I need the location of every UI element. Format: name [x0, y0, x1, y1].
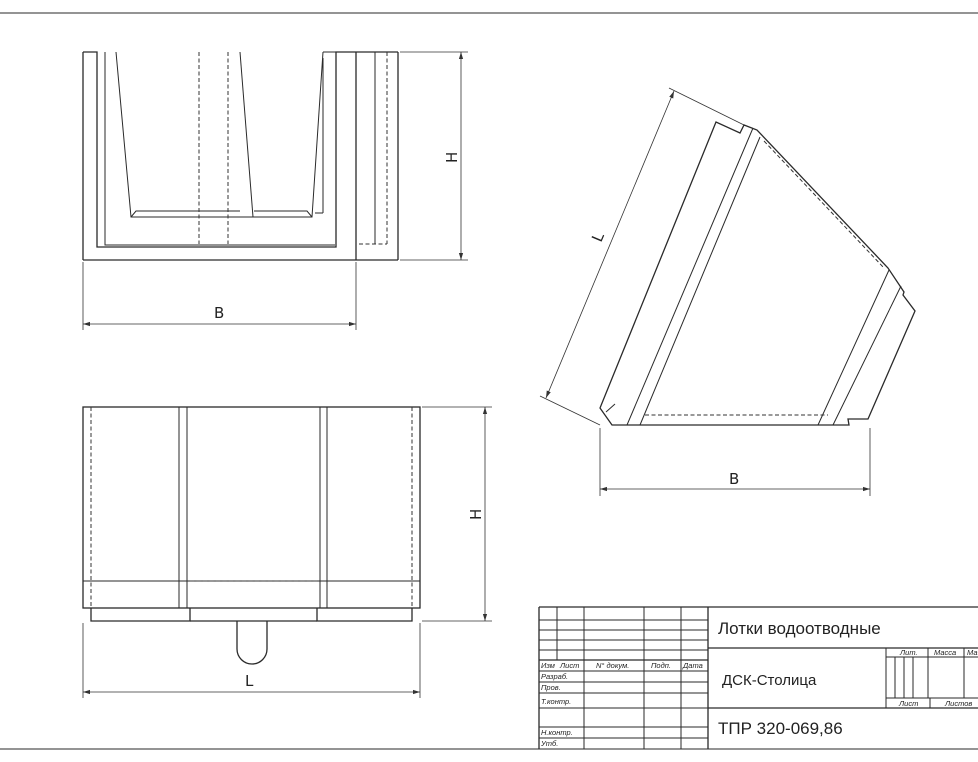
front-view — [82, 51, 399, 261]
side-height-dimension: H — [422, 406, 492, 622]
col-izm-label: Изм — [541, 661, 555, 670]
stage-label: Лит. — [899, 648, 918, 657]
sheet-label: Лист — [898, 699, 918, 708]
role-checked-label: Пров. — [541, 683, 561, 692]
drawing-title: Лотки водоотводные — [718, 619, 881, 638]
col-date-label: Дата — [682, 661, 703, 670]
sheets-label: Листов — [944, 699, 972, 708]
iso-width-label: B — [729, 470, 739, 488]
front-width-dimension: B — [82, 262, 357, 330]
iso-width-dimension: B — [599, 428, 871, 496]
side-view — [82, 406, 421, 665]
front-height-label: H — [443, 152, 461, 163]
col-sign-label: Подп. — [651, 661, 671, 670]
col-list-label: Лист — [559, 661, 579, 670]
iso-length-dimension: L — [539, 87, 745, 426]
side-length-dimension: L — [82, 623, 421, 698]
role-norm-control-label: Н.контр. — [541, 728, 573, 737]
document-code: ТПР 320-069,86 — [718, 719, 843, 738]
organization-name: ДСК-Столица — [722, 672, 817, 689]
role-developed-label: Разраб. — [541, 672, 568, 681]
iso-length-label: L — [588, 229, 608, 244]
sheet-frame — [0, 12, 978, 750]
front-width-label: B — [214, 304, 224, 322]
front-height-dimension: H — [400, 51, 468, 261]
mass-label: Масса — [934, 648, 956, 657]
side-length-label: L — [245, 672, 254, 690]
role-approved-label: Утб. — [540, 739, 558, 748]
isometric-view — [599, 121, 916, 426]
col-doc-label: N° докум. — [596, 661, 629, 670]
side-height-label: H — [467, 509, 485, 520]
scale-label: Ма — [967, 648, 978, 657]
title-block: Изм Лист N° докум. Подп. Дата Разраб. Пр… — [538, 606, 978, 749]
role-tech-control-label: Т.контр. — [541, 697, 571, 706]
